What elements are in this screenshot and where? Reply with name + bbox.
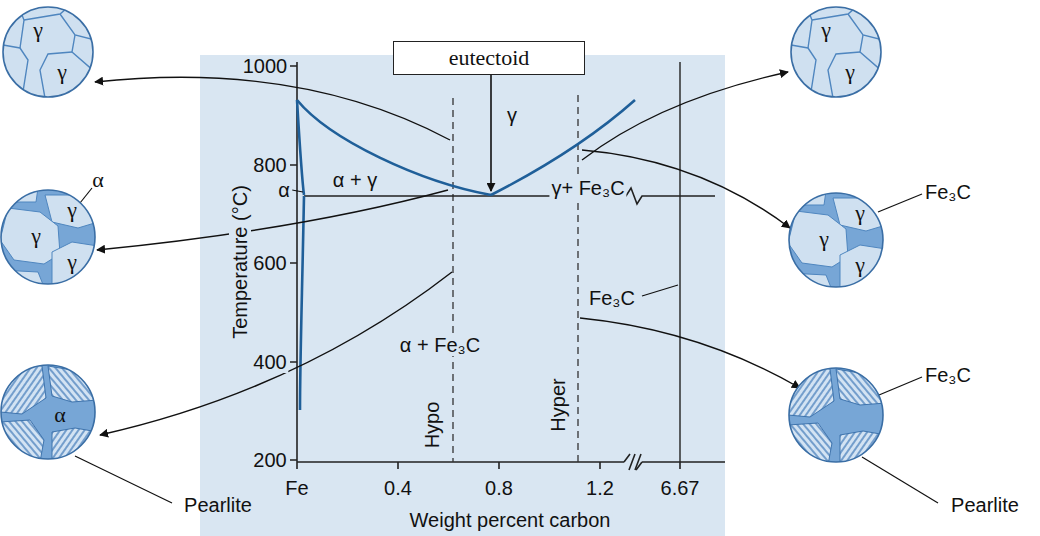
leader-line — [642, 285, 678, 296]
chart-label: α — [276, 179, 292, 201]
axes — [290, 62, 725, 470]
axis-title: Hypo — [421, 400, 443, 451]
chart-label: γ — [505, 104, 519, 126]
chart-label: 800 — [251, 154, 288, 176]
circle-outline — [3, 7, 93, 97]
micrograph — [0, 188, 100, 292]
chart-label: Fe₃C — [587, 287, 637, 309]
micrograph — [0, 0, 100, 100]
phase-symbol: γ — [67, 198, 77, 222]
leader-line — [292, 190, 303, 192]
phase-symbol: γ — [31, 224, 41, 248]
phase-symbol: γ — [67, 250, 77, 274]
circle-outline — [0, 188, 97, 286]
label-box: eutectoid — [393, 41, 585, 75]
circle-outline — [789, 368, 883, 462]
cementite-line — [679, 62, 680, 462]
phase-boundaries — [297, 100, 635, 410]
circle-outline — [0, 363, 97, 461]
phase-symbol: γ — [855, 201, 865, 225]
chart-label: 600 — [251, 252, 288, 274]
phase-symbol: γ — [855, 253, 865, 277]
circle-outline — [1, 365, 95, 459]
micrograph-circle: γγ — [3, 7, 93, 97]
phase-label: Fe₃C — [925, 181, 971, 203]
circle-outline — [1, 190, 95, 284]
circle-outline — [787, 366, 885, 464]
phase-symbol: γ — [821, 18, 831, 42]
micrograph — [788, 365, 888, 465]
axis-title: Hyper — [547, 376, 569, 433]
circle-outline — [791, 7, 881, 97]
chart-label: 400 — [251, 351, 288, 373]
chart-label: α + Fe₃C — [398, 334, 482, 356]
micrograph-circle: αγγγ — [1, 190, 95, 284]
phase-symbol: α — [54, 403, 66, 427]
circle-outline — [1, 5, 95, 99]
phase-symbol: γ — [845, 60, 855, 84]
micrograph-circle: γγ — [791, 7, 881, 97]
chart-label: 0.8 — [483, 477, 515, 499]
phase-label: Pearlite — [951, 494, 1019, 516]
axis-title: Temperature (°C) — [229, 183, 251, 341]
micrograph — [788, 0, 888, 100]
chart-label: 1000 — [241, 55, 290, 77]
phase-label: Pearlite — [184, 494, 252, 516]
phase-symbol: γ — [57, 60, 67, 84]
box-label: eutectoid — [449, 45, 530, 71]
eutectoid-pointer — [490, 75, 492, 191]
chart-label: 1.2 — [584, 477, 616, 499]
phase-label: Fe₃C — [925, 364, 971, 386]
circle-outline — [789, 193, 883, 287]
plot-panel — [200, 55, 725, 536]
micrograph-circle: Fe₃CPearlite — [789, 368, 883, 462]
leader-line — [75, 188, 938, 503]
micrograph — [788, 191, 888, 295]
micrograph-arrows — [95, 72, 800, 435]
chart-label: 0.4 — [382, 477, 414, 499]
chart-label: 6.67 — [659, 477, 702, 499]
micrograph-circle: Fe₃Cγγγ — [789, 193, 883, 287]
chart-label: Weight percent carbon — [408, 509, 613, 531]
circle-outline — [787, 191, 885, 289]
phase-symbol: γ — [819, 227, 829, 251]
chart-label: 200 — [251, 449, 288, 471]
hyper-line — [577, 95, 578, 462]
micrograph — [0, 362, 100, 462]
circle-outline — [789, 5, 883, 99]
chart-label: γ+ Fe₃C — [549, 177, 626, 199]
phase-symbol: γ — [33, 18, 43, 42]
phase-symbol: α — [92, 168, 104, 192]
micrograph-circle: αPearlite — [1, 365, 95, 459]
chart-label: Fe — [283, 477, 310, 499]
chart-label: α + γ — [331, 169, 379, 191]
hypo-line — [452, 98, 453, 462]
